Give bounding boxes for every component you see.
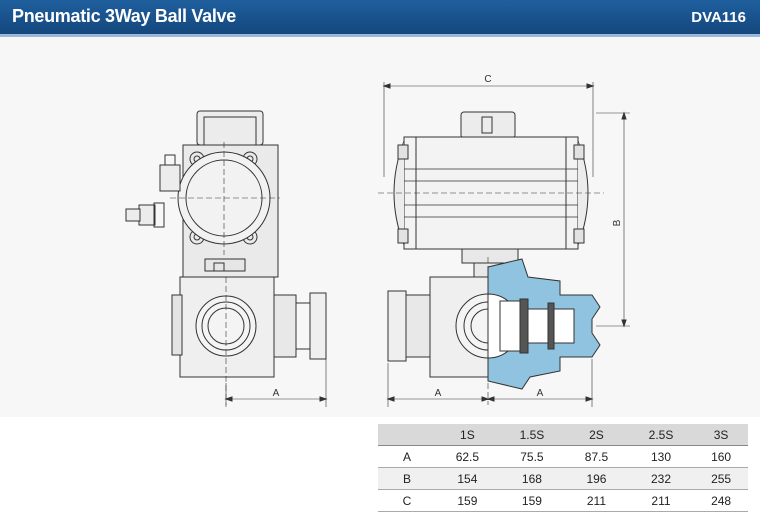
column-header: 2S: [565, 424, 628, 446]
page-title: Pneumatic 3Way Ball Valve: [12, 6, 236, 26]
side-dim-a-label: A: [273, 388, 280, 399]
table-cell: 159: [436, 489, 499, 512]
table-cell: 255: [694, 467, 748, 490]
header-divider: [0, 34, 760, 37]
table-corner-cell: [378, 424, 436, 446]
table-cell: 211: [627, 489, 695, 512]
side-view: [125, 110, 328, 407]
table-cell: 154: [436, 467, 499, 490]
column-header: 1S: [436, 424, 499, 446]
table-header-row: 1S 1.5S 2S 2.5S 3S: [378, 424, 748, 446]
table-cell: 248: [694, 489, 748, 512]
table-cell: 159: [498, 489, 566, 512]
front-view: [378, 82, 630, 407]
column-header: 1.5S: [498, 424, 566, 446]
technical-drawing-area: A C B A A: [0, 37, 760, 417]
front-dim-a-label-left: A: [435, 388, 442, 399]
table-cell: 168: [498, 467, 566, 490]
table-cell: 196: [565, 467, 628, 490]
front-dim-a-label-right: A: [537, 388, 544, 399]
table-cell: 160: [694, 445, 748, 468]
model-code: DVA116: [691, 9, 746, 26]
table-cell: 75.5: [498, 445, 566, 468]
table-cell: 130: [627, 445, 695, 468]
row-label: A: [378, 445, 436, 468]
front-dim-b-label: B: [612, 219, 623, 226]
column-header: 3S: [694, 424, 748, 446]
column-header: 2.5S: [627, 424, 695, 446]
table-cell: 232: [627, 467, 695, 490]
front-dim-c-label: C: [484, 74, 491, 85]
table-row: C 159 159 211 211 248: [378, 489, 748, 512]
table-cell: 62.5: [436, 445, 499, 468]
row-label: C: [378, 489, 436, 512]
row-label: B: [378, 467, 436, 490]
valve-drawing: A C B A A: [125, 74, 630, 407]
table-row: B 154 168 196 232 255: [378, 467, 748, 490]
table-row: A 62.5 75.5 87.5 130 160: [378, 445, 748, 468]
table-cell: 211: [565, 489, 628, 512]
page-header: Pneumatic 3Way Ball Valve DVA116: [0, 0, 760, 34]
dimension-table: 1S 1.5S 2S 2.5S 3S A 62.5 75.5 87.5 130 …: [378, 424, 748, 512]
table-cell: 87.5: [565, 445, 628, 468]
